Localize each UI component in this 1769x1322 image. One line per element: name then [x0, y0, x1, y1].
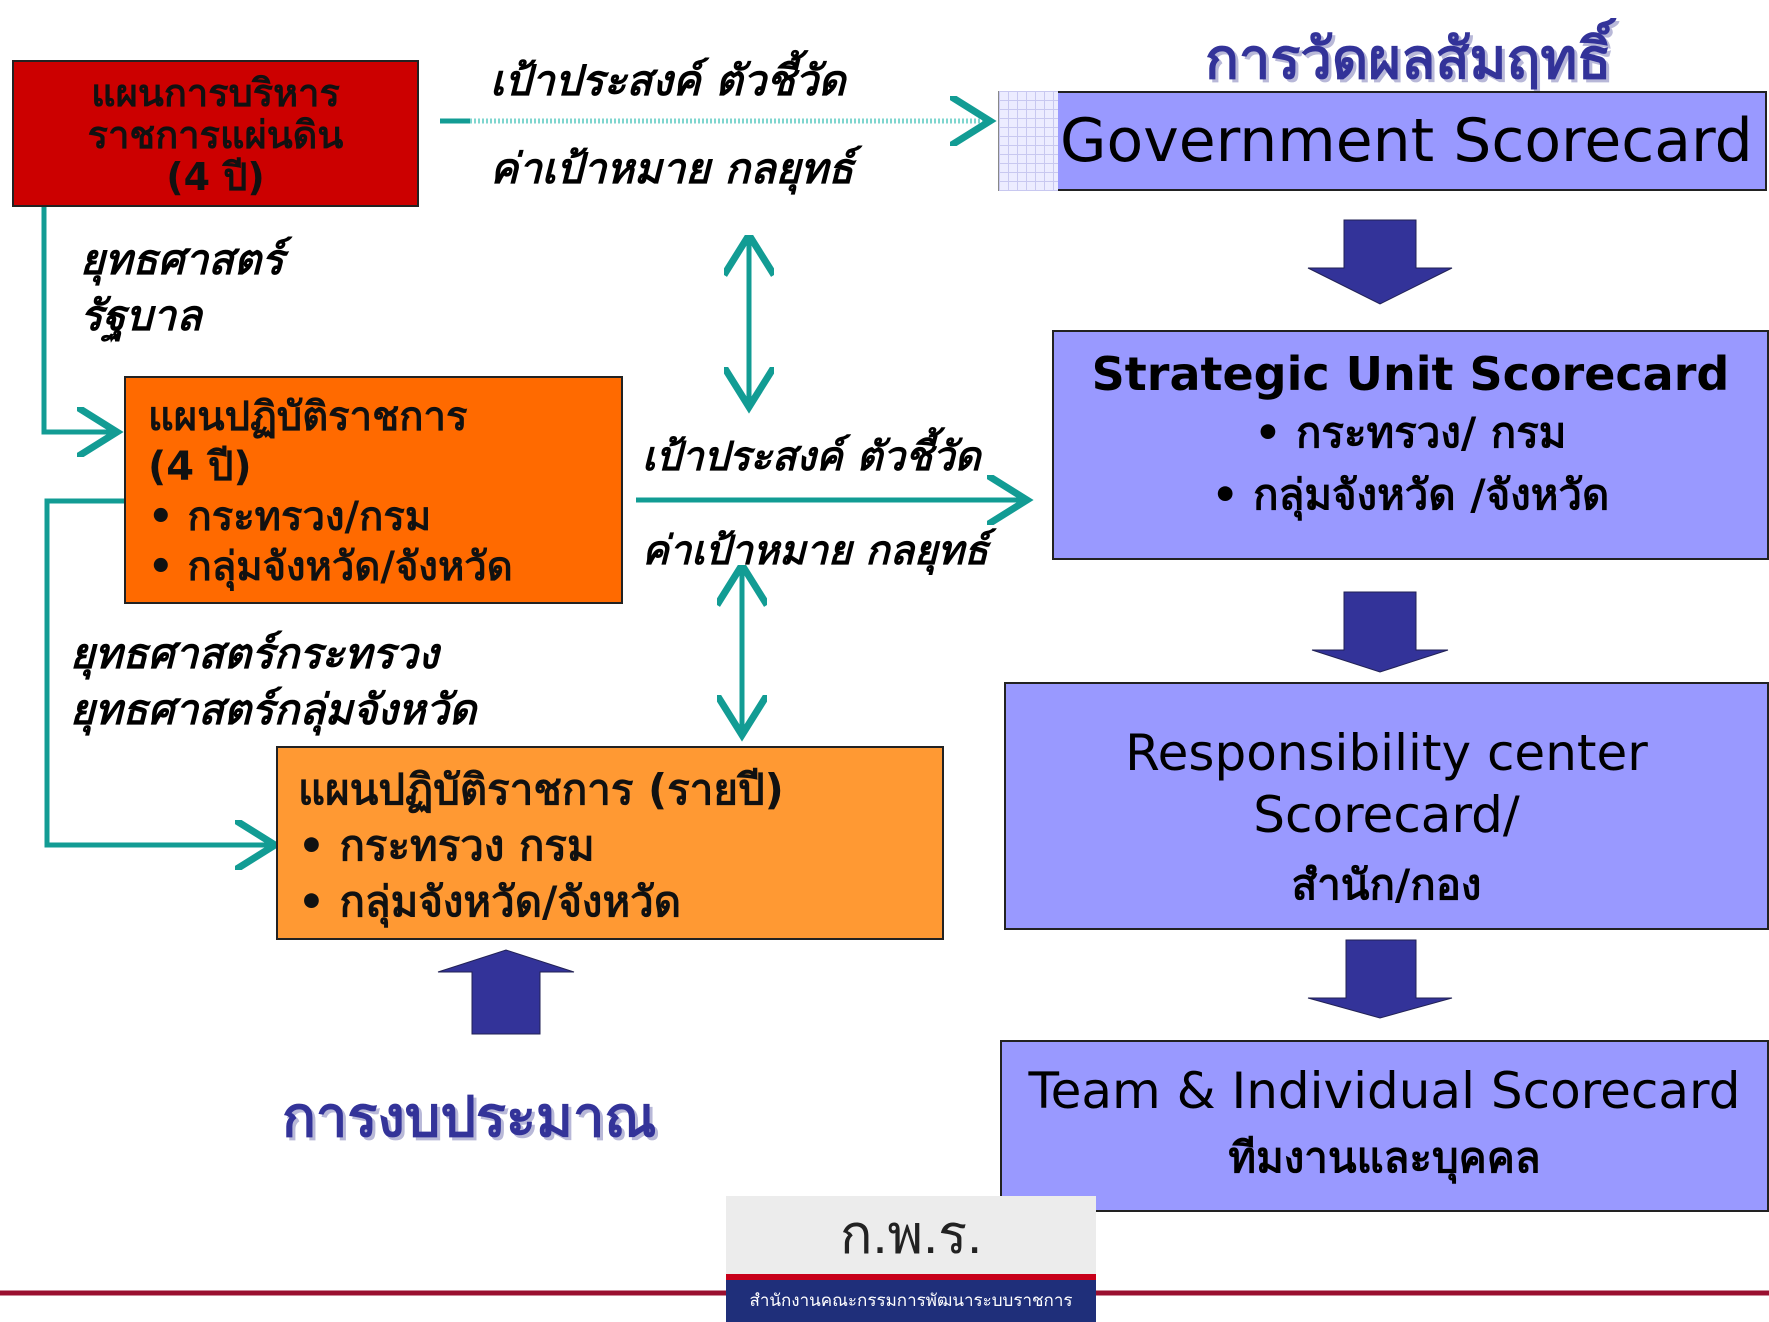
- mid-objectives-label: เป้าประสงค์ ตัวชี้วัด: [642, 434, 981, 480]
- gov-plan-4y-line-3: • กระทรวง/กรม: [148, 494, 432, 540]
- national-plan-box: แผนการบริหาร ราชการแผ่นดิน (4 ปี): [12, 60, 419, 207]
- responsibility-center-box: Responsibility center Scorecard/ สำนัก/ก…: [1004, 682, 1769, 930]
- mid-targets-label: ค่าเป้าหมาย กลยุทธ์: [642, 528, 989, 574]
- gov-plan-4y-box: แผนปฏิบัติราชการ (4 ปี) • กระทรวง/กรม • …: [124, 376, 623, 604]
- top-targets-label: ค่าเป้าหมาย กลยุทธ์: [490, 144, 854, 193]
- national-plan-line-3: (4 ปี): [166, 155, 265, 199]
- strategic-unit-item-2: • กลุ่มจังหวัด /จังหวัด: [1211, 470, 1610, 519]
- opdc-logo-mark: ก.พ.ร.: [839, 1205, 983, 1265]
- gov-plan-annual-line-1: แผนปฏิบัติราชการ (รายปี): [298, 765, 784, 814]
- strategic-unit-item-1: • กระทรวง/ กรม: [1254, 408, 1567, 457]
- government-scorecard-grid: [998, 91, 1061, 191]
- strategic-unit-scorecard-title: Strategic Unit Scorecard: [1091, 347, 1730, 401]
- performance-measurement-title: การวัดผลสัมฤทธิ์: [1205, 27, 1612, 92]
- team-individual-label: Team & Individual Scorecard: [1028, 1062, 1741, 1120]
- government-scorecard-box: Government Scorecard: [1058, 91, 1767, 191]
- gov-strategy-line-2: รัฐบาล: [80, 291, 202, 340]
- gov-strategy-label: ยุทธศาสตร์ รัฐบาล: [80, 232, 284, 344]
- responsibility-center-line-2: Scorecard/: [1253, 786, 1520, 844]
- gov-strategy-connector: [41, 196, 112, 432]
- opdc-logo: ก.พ.ร. สำนักงานคณะกรรมการพัฒนาระบบราชการ: [726, 1196, 1096, 1322]
- strategic-unit-scorecard-box: Strategic Unit Scorecard • กระทรวง/ กรม …: [1052, 330, 1769, 560]
- budgeting-title: การงบประมาณ: [282, 1085, 657, 1150]
- opdc-logo-caption: สำนักงานคณะกรรมการพัฒนาระบบราชการ: [726, 1280, 1096, 1322]
- national-plan-line-1: แผนการบริหาร: [91, 71, 340, 115]
- government-scorecard-label: Government Scorecard: [1060, 106, 1753, 176]
- down-arrow-2: [1311, 591, 1449, 673]
- down-arrow-1: [1307, 219, 1453, 305]
- gov-plan-annual-line-3: • กลุ่มจังหวัด/จังหวัด: [298, 877, 681, 926]
- gov-plan-4y-line-4: • กลุ่มจังหวัด/จังหวัด: [148, 544, 513, 590]
- gov-strategy-line-1: ยุทธศาสตร์: [80, 235, 284, 284]
- down-arrow-3: [1307, 939, 1453, 1019]
- top-objectives-label: เป้าประสงค์ ตัวชี้วัด: [490, 56, 846, 105]
- ministry-strategy-line-1: ยุทธศาสตร์กระทรวง: [70, 629, 439, 678]
- ministry-strategy-connector: [44, 498, 270, 845]
- gov-plan-4y-line-1: แผนปฏิบัติราชการ: [148, 394, 468, 440]
- gov-plan-annual-box: แผนปฏิบัติราชการ (รายปี) • กระทรวง กรม •…: [276, 746, 944, 940]
- gov-plan-annual-line-2: • กระทรวง กรม: [298, 821, 595, 870]
- ministry-strategy-label: ยุทธศาสตร์กระทรวง ยุทธศาสตร์กลุ่มจังหวัด: [70, 626, 476, 738]
- responsibility-center-line-1: Responsibility center: [1125, 724, 1648, 782]
- budget-up-arrow: [437, 949, 575, 1035]
- gov-plan-4y-line-2: (4 ปี): [148, 444, 252, 490]
- ministry-strategy-line-2: ยุทธศาสตร์กลุ่มจังหวัด: [70, 685, 477, 734]
- team-individual-box: Team & Individual Scorecard ทีมงานและบุค…: [1000, 1040, 1769, 1212]
- national-plan-line-2: ราชการแผ่นดิน: [87, 113, 344, 157]
- opdc-logo-rule: [726, 1274, 1096, 1280]
- responsibility-center-thai: สำนัก/กอง: [1291, 860, 1482, 909]
- team-individual-thai: ทีมงานและบุคคล: [1228, 1133, 1541, 1182]
